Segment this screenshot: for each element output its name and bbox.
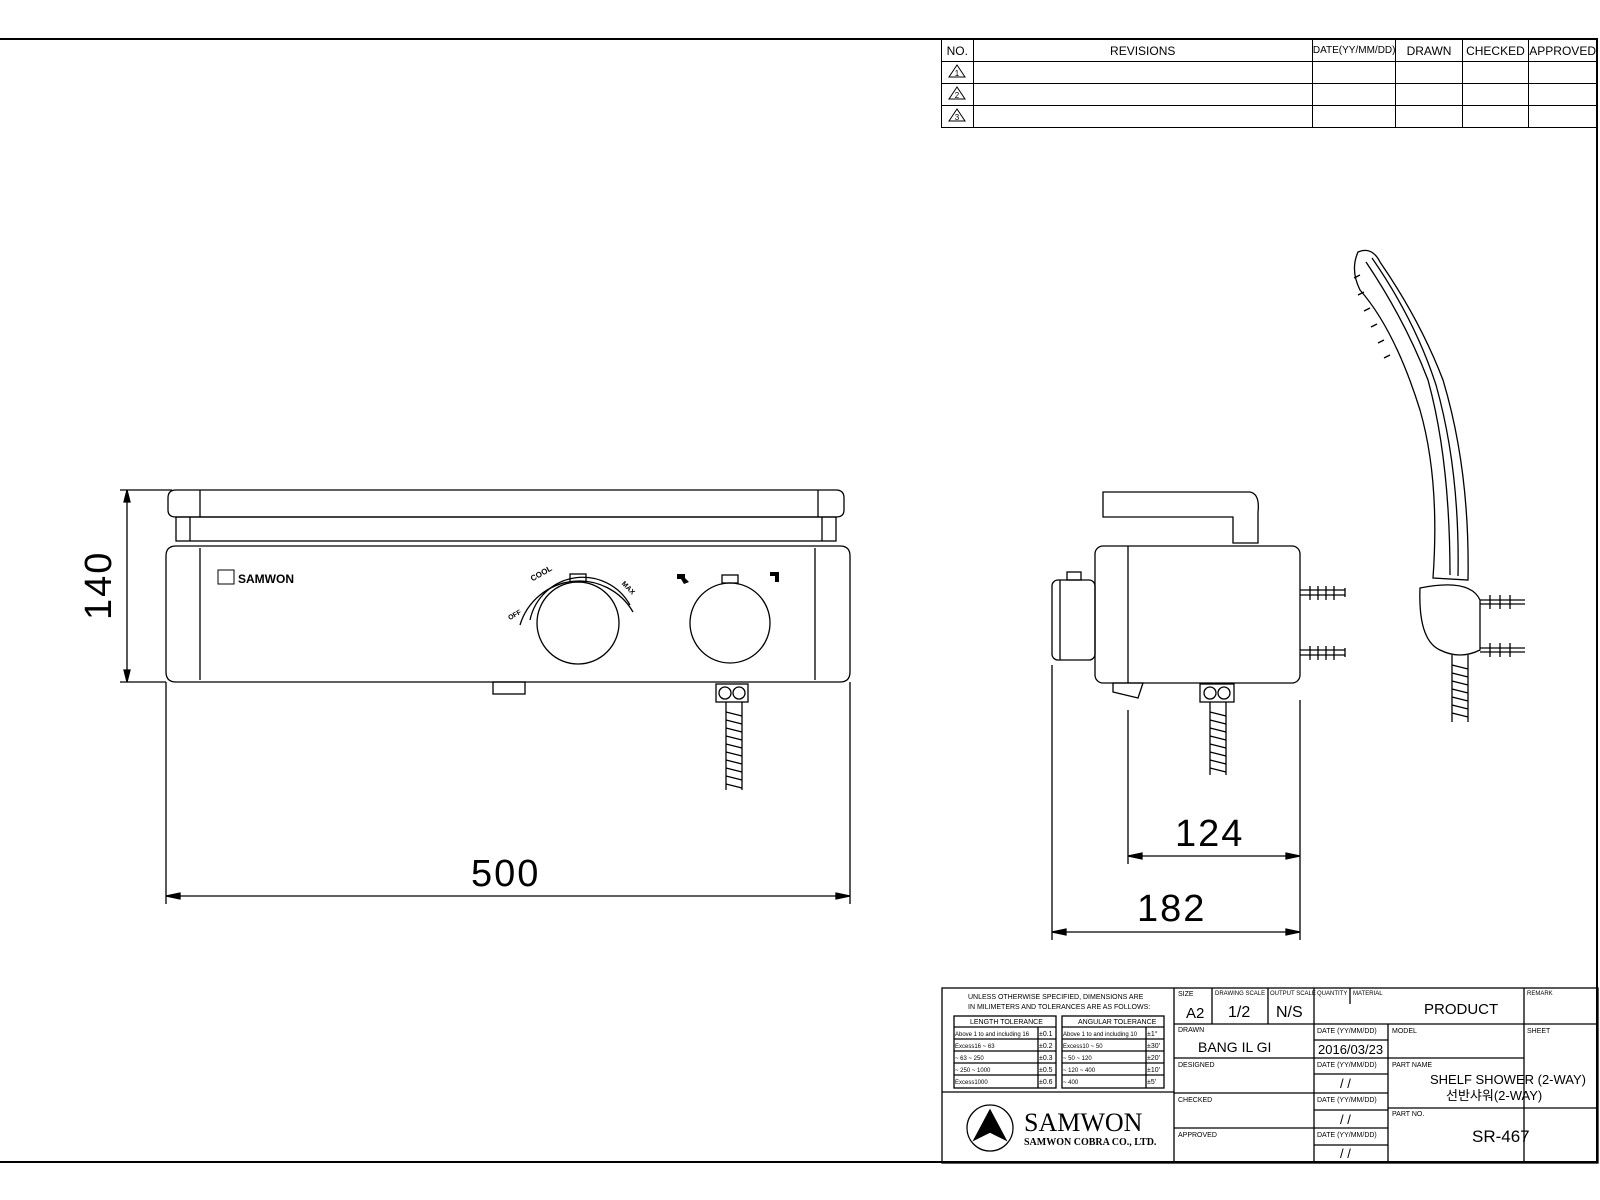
rev-no-header: NO. [941,39,974,62]
length-range: ~ 63 ~ 250 [955,1056,984,1062]
length-tol: ±0.3 [1039,1055,1053,1062]
part-no-label: PART NO. [1392,1111,1425,1118]
brand-logo-icon [217,569,235,585]
rev-drawn-header: DRAWN [1395,39,1463,62]
sheet-label: SHEET [1527,1028,1551,1035]
dim-depth-124: 124 [1175,813,1245,855]
rev-number-2: 2 [955,91,960,100]
dim-width-500: 500 [471,853,541,895]
shelf-top [167,489,845,518]
title-block-grid [941,987,1599,1164]
length-range: ~ 250 ~ 1000 [955,1068,991,1074]
part-name-en: SHELF SHOWER (2-WAY) [1430,1072,1587,1087]
angular-tolerance-values: ±1° ±30' ±20' ±10' ±5' [1147,1029,1164,1089]
hand-shower-head [1353,249,1469,581]
front-view [120,489,851,904]
angular-range: ~ 50 ~ 120 [1063,1056,1092,1062]
size-value: A2 [1186,1005,1205,1022]
mixer-body [165,545,851,683]
angular-tol: ±30' [1147,1043,1160,1050]
output-scale-label: OUTPUT SCALE [1270,991,1316,997]
drawn-value: BANG IL GI [1198,1039,1272,1055]
angular-tol: ±10' [1147,1067,1160,1074]
designed-label: DESIGNED [1178,1062,1215,1069]
length-tol: ±0.6 [1039,1079,1053,1086]
side-view [1051,491,1346,940]
output-scale-value: N/S [1276,1004,1303,1021]
diverter-knob [689,582,771,664]
revision-table: NO. REVISIONS DATE(YY/MM/DD) DRAWN CHECK… [941,39,1597,128]
tolerance-note-line2: IN MILIMETERS AND TOLERANCES ARE AS FOLL… [968,1004,1151,1011]
drawn-date-label: DATE (YY/MM/DD) [1317,1028,1377,1035]
checked-label: CHECKED [1178,1097,1213,1104]
part-name-ko: 선반샤워(2-WAY) [1446,1088,1543,1103]
drawn-date-value: 2016/03/23 [1318,1042,1384,1057]
angular-range: Above 1 to and including 10 [1063,1032,1138,1038]
hand-shower-icon [677,574,689,584]
company-full-name: SAMWON COBRA CO., LTD. [1024,1137,1157,1148]
length-tol: ±0.2 [1039,1043,1053,1050]
approved-date-label: DATE (YY/MM/DD) [1317,1132,1377,1139]
shower-holder [1419,584,1481,656]
angular-tol: ±20' [1147,1055,1160,1062]
angular-range: ~ 120 ~ 400 [1063,1068,1096,1074]
body-side [1094,545,1301,684]
approved-date-value: / / [1340,1146,1351,1161]
rev-number-1: 1 [955,69,960,78]
overhead-shower-icon [770,572,779,582]
hand-shower-view [1353,249,1525,722]
angular-tol: ±5' [1147,1079,1157,1086]
dim-depth-182: 182 [1137,888,1207,930]
length-tolerance-values: ±0.1 ±0.2 ±0.3 ±0.5 ±0.6 [1039,1029,1056,1089]
drawn-label: DRAWN [1178,1027,1205,1034]
size-label: SIZE [1178,991,1194,998]
outlet-icons [677,572,779,584]
part-no-value: SR-467 [1472,1127,1530,1146]
checked-date-value: / / [1340,1112,1351,1127]
brand-label: SAMWON [238,572,294,586]
part-name-label: PART NAME [1392,1062,1433,1069]
material-value: PRODUCT [1424,1001,1499,1018]
length-range: Above 1 to and including 16 [955,1032,1030,1038]
tolerance-note-line1: UNLESS OTHERWISE SPECIFIED, DIMENSIONS A… [968,994,1144,1001]
angular-tolerance-ranges: Above 1 to and including 10 Excess10 ~ 5… [1063,1029,1145,1089]
revision-row: 3 [941,105,1597,128]
drawing-scale-label: DRAWING SCALE [1215,991,1266,997]
rev-checked-header: CHECKED [1461,39,1530,62]
drawing-scale-value: 1/2 [1228,1004,1251,1021]
length-tol: ±0.5 [1039,1067,1053,1074]
approved-label: APPROVED [1178,1132,1217,1139]
quantity-label: QUANTITY [1317,991,1348,997]
length-range: Excess16 ~ 63 [955,1044,995,1050]
length-tol: ±0.1 [1039,1031,1053,1038]
rev-approved-header: APPROVED [1528,39,1597,62]
company-name: SAMWON [1024,1108,1143,1137]
angular-tol: ±1° [1147,1031,1158,1038]
drawing-frame [0,38,1598,1163]
length-tolerance-header: LENGTH TOLERANCE [970,1019,1043,1026]
company-logo-icon [966,1104,1014,1152]
dim-height-140: 140 [78,550,120,620]
designed-date-value: / / [1340,1076,1351,1091]
angular-tolerance-header: ANGULAR TOLERANCE [1078,1019,1157,1026]
temp-scale-arc [529,576,631,621]
length-tolerance-ranges: Above 1 to and including 16 Excess16 ~ 6… [955,1029,1037,1089]
angular-range: ~ 400 [1063,1080,1079,1086]
length-range: Excess1000 [955,1080,988,1086]
checked-date-label: DATE (YY/MM/DD) [1317,1097,1377,1104]
rev-number-3: 3 [955,113,960,122]
designed-date-label: DATE (YY/MM/DD) [1317,1062,1377,1069]
angular-range: Excess10 ~ 50 [1063,1044,1103,1050]
thermostat-knob [536,581,620,665]
shelf-side [1102,491,1259,544]
remark-label: REMARK [1527,991,1553,997]
material-label: MATERIAL [1353,991,1383,997]
model-label: MODEL [1392,1028,1417,1035]
